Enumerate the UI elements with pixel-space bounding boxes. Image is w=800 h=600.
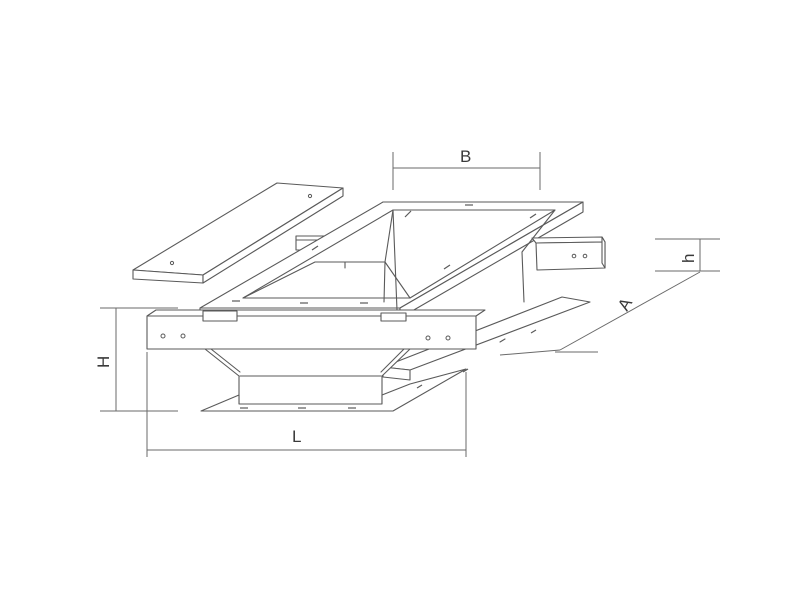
flange-slot xyxy=(404,210,412,218)
flange-slot xyxy=(529,213,537,219)
rail-slot xyxy=(530,329,537,334)
dimension-B: B xyxy=(392,147,541,190)
label-A: A xyxy=(614,294,636,314)
label-B: B xyxy=(460,147,471,166)
label-L: L xyxy=(292,427,301,446)
channel-hole xyxy=(582,253,588,259)
flange-slot xyxy=(311,245,319,251)
rail-slot xyxy=(462,368,469,373)
hopper xyxy=(242,209,556,311)
body-hole xyxy=(180,333,186,339)
cover-plate xyxy=(132,182,344,284)
bottom-flange xyxy=(200,368,467,412)
cover-hole xyxy=(169,260,175,266)
label-h: h xyxy=(679,254,698,263)
label-H: H xyxy=(94,356,113,368)
dimension-L: L xyxy=(146,352,467,457)
dimension-H: H xyxy=(94,307,178,412)
lower-rail xyxy=(382,296,591,381)
channel-hole xyxy=(571,253,577,259)
top-flange xyxy=(199,201,584,319)
bottom-slot xyxy=(416,384,423,389)
body-hole xyxy=(425,335,431,341)
dimension-h: h xyxy=(655,238,720,272)
main-body xyxy=(146,309,486,405)
body-hole xyxy=(445,335,451,341)
right-channel xyxy=(531,236,606,271)
flange-slot xyxy=(443,264,451,270)
cover-hole xyxy=(307,193,313,199)
body-hole xyxy=(160,333,166,339)
